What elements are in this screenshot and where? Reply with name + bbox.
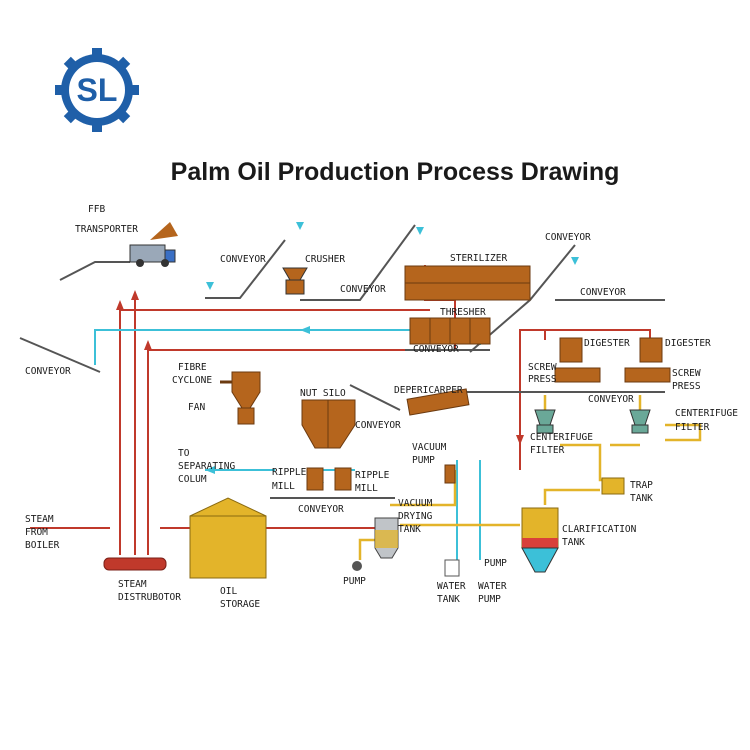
oil-pump: [352, 561, 362, 571]
label-water-pump: PUMP: [478, 594, 501, 605]
digester-1: [559, 337, 583, 363]
label-storage: STORAGE: [220, 599, 260, 610]
label-mill-1: MILL: [272, 481, 295, 492]
label-thresher: THRESHER: [440, 307, 486, 318]
label-ffb: FFB: [88, 204, 105, 215]
label-filter-2: FILTER: [675, 422, 710, 433]
label-conveyor-6: CONVEYOR: [355, 420, 401, 431]
fibre-cyclone: [220, 371, 261, 425]
label-nut-silo: NUT SILO: [300, 388, 346, 399]
label-trap: TRAP: [630, 480, 653, 491]
oil-storage-tank: [189, 497, 267, 579]
svg-text:FFB: FFB: [88, 204, 105, 215]
label-centerifuge-2: CENTERIFUGE: [675, 408, 738, 419]
label-conveyor-3: CONVEYOR: [545, 232, 591, 243]
label-mill-2: MILL: [355, 483, 378, 494]
label-press-1: PRESS: [528, 374, 557, 385]
label-conveyor-7: CONVEYOR: [588, 394, 634, 405]
label-crusher: CRUSHER: [305, 254, 345, 265]
label-water-tank: TANK: [437, 594, 460, 605]
centerifuge-filter-1: [534, 409, 556, 434]
label-conveyor-1: CONVEYOR: [220, 254, 266, 265]
label-clarification: CLARIFICATION: [562, 524, 637, 535]
ripple-mill-2: [334, 467, 352, 491]
screw-press-1: [554, 367, 601, 383]
label-trap-tank: TANK: [630, 493, 653, 504]
nut-silo: [301, 399, 356, 449]
label-clarification-tank: TANK: [562, 537, 585, 548]
label-sterilizer: STERILIZER: [450, 253, 507, 264]
label-distrubotor: DISTRUBOTOR: [118, 592, 181, 603]
label-water-2: WATER: [478, 581, 507, 592]
label-from: FROM: [25, 527, 48, 538]
label-conveyor-4: CONVEYOR: [580, 287, 626, 298]
sterilizer: [404, 265, 531, 301]
label-vdt-drying: DRYING: [398, 511, 433, 522]
label-pump-2: PUMP: [484, 558, 507, 569]
label-transporter: TRANSPORTER: [75, 224, 138, 235]
label-fan: FAN: [188, 402, 205, 413]
ffb-truck: [129, 222, 178, 267]
label-fibre: FIBRE: [178, 362, 207, 373]
diagram-title: Palm Oil Production Process Drawing: [170, 158, 620, 186]
label-water: WATER: [437, 581, 466, 592]
label-depericarper: DEPERICARPER: [394, 385, 463, 396]
label-ripple-2: RIPPLE: [355, 470, 390, 481]
label-digester-1: DIGESTER: [584, 338, 630, 349]
label-colum: COLUM: [178, 474, 207, 485]
digester-2: [639, 337, 663, 363]
label-conveyor-5: CONVEYOR: [413, 344, 459, 355]
steam-distributor: [103, 557, 167, 571]
vacuum-pump: [444, 464, 456, 484]
label-conveyor-8: CONVEYOR: [298, 504, 344, 515]
label-digester-2: DIGESTER: [665, 338, 711, 349]
company-logo: SL: [55, 48, 139, 132]
label-vdt-vacuum: VACUUM: [398, 498, 433, 509]
label-screw-2: SCREW: [672, 368, 701, 379]
ripple-mill-1: [306, 467, 324, 491]
label-steam-2: STEAM: [118, 579, 147, 590]
label-cyclone: CYCLONE: [172, 375, 212, 386]
label-vacuum: VACUUM: [412, 442, 447, 453]
centerifuge-filter-2: [629, 409, 651, 434]
label-conveyor-left: CONVEYOR: [25, 366, 71, 377]
label-screw-1: SCREW: [528, 362, 557, 373]
label-vdt-tank: TANK: [398, 524, 421, 535]
thresher: [409, 317, 491, 345]
depericarper: [406, 388, 470, 416]
crusher: [282, 267, 308, 295]
water-tank: [444, 559, 460, 577]
labels: FFB TRANSPORTER CONVEYOR CRUSHER CONVEYO…: [25, 204, 738, 610]
vacuum-drying-tank: [374, 517, 399, 559]
label-ripple-1: RIPPLE: [272, 467, 307, 478]
label-boiler: BOILER: [25, 540, 60, 551]
screw-press-2: [624, 367, 671, 383]
label-vacuum-pump: PUMP: [412, 455, 435, 466]
logo-text: SL: [77, 72, 118, 108]
label-to: TO: [178, 448, 190, 459]
label-centerifuge-1: CENTERIFUGE: [530, 432, 593, 443]
clarification-tank: [521, 507, 559, 573]
label-press-2: PRESS: [672, 381, 701, 392]
steam-arrows: [116, 290, 524, 445]
label-oil: OIL: [220, 586, 237, 597]
trap-tank: [601, 477, 625, 495]
label-pump-1: PUMP: [343, 576, 366, 587]
label-filter-1: FILTER: [530, 445, 565, 456]
label-conveyor-2: CONVEYOR: [340, 284, 386, 295]
label-separating: SEPARATING: [178, 461, 235, 472]
label-steam: STEAM: [25, 514, 54, 525]
